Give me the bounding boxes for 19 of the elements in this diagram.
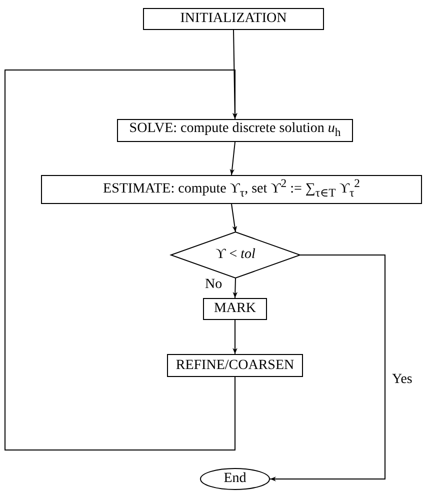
node-label: End <box>224 471 246 487</box>
node-label: REFINE/COARSEN <box>176 358 294 374</box>
process-box <box>203 298 267 320</box>
node-label: INITIALIZATION <box>180 11 287 27</box>
terminal-ellipse <box>200 468 270 490</box>
arrow <box>270 254 386 482</box>
process-box <box>41 175 422 204</box>
arrow <box>230 142 236 176</box>
process-box <box>167 354 303 377</box>
arrow <box>231 204 238 232</box>
node-label: MARK <box>214 301 256 317</box>
process-box <box>117 119 353 142</box>
node-label: ϒ < tol <box>216 247 256 263</box>
process-box <box>143 8 324 30</box>
decision-diamond <box>171 232 300 278</box>
arrow <box>232 278 238 298</box>
arrow <box>232 320 238 354</box>
node-label: SOLVE: compute discrete solution u$_{h}$ <box>129 121 341 140</box>
arrow <box>4 70 238 450</box>
